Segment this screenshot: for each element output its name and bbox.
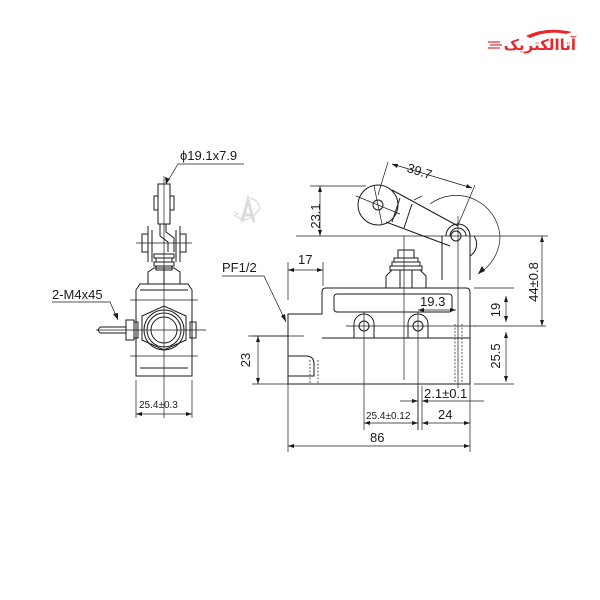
brand-logo: آتاالکتریک [488,29,577,54]
conduit-height-label: 23 [238,353,253,367]
side-width-label: 25.4±0.3 [139,400,178,411]
hole-to-bottom-label: 25.5 [488,343,503,368]
hole-offset-label: 19.3 [420,294,445,309]
conduit-label: PF1/2 [222,260,257,275]
watermark-logo [233,194,261,223]
top-to-hole-label: 19 [488,303,503,317]
hole-to-edge-label: 24 [438,407,452,422]
screw-dimension-label: 2-M4x45 [52,287,103,302]
total-height-label: 44±0.8 [526,262,541,302]
logo-swoosh-icon [526,29,572,38]
total-width-label: 86 [370,430,384,445]
roller-dimension-label: ϕ19.1x7.9 [180,148,237,163]
tolerance-label: 2.1±0.1 [424,386,467,401]
front-view [222,161,548,452]
side-view [52,163,244,418]
roller-height-label: 23.1 [308,203,323,228]
hole-spacing-label: 25.4±0.12 [366,411,411,422]
logo-text: آتاالکتریک [504,36,577,54]
conduit-offset-label: 17 [298,252,312,267]
lever-length-label: 39.7 [405,160,434,182]
